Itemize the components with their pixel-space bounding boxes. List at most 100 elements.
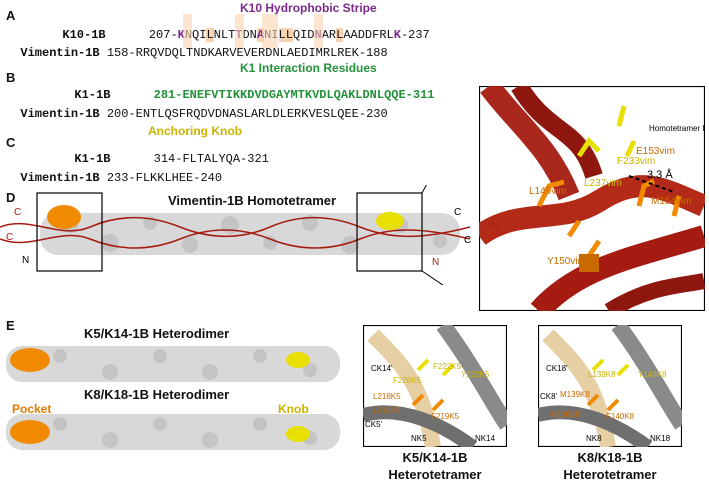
- panel-a-letter: A: [6, 8, 16, 23]
- residue-label: L237vim: [584, 178, 622, 189]
- pocket-patch: [10, 420, 50, 444]
- residue-label: CK18': [546, 364, 568, 373]
- homotetramer-interface-zoom: Homotetramer Interface 3.3 Å F233vim L23…: [479, 86, 705, 311]
- terminus-label: N: [22, 255, 29, 266]
- k8-k18-caption-1: K8/K18-1B: [577, 450, 643, 465]
- panel-e-letter: E: [6, 318, 15, 333]
- panel-c-letter: C: [6, 135, 16, 150]
- knob-label: Knob: [278, 402, 309, 416]
- helix-ribbon: [604, 273, 705, 311]
- seq-row-k1-b: K1-1B 281-ENEFVTIKKDVDGAYMTKVDLQAKLDNLQQ…: [74, 88, 435, 102]
- residue-label: F222K5: [433, 362, 462, 371]
- anchoring-knob-title: Anchoring Knob: [148, 124, 242, 138]
- residue-label: M154vim: [651, 196, 692, 207]
- residue-label: CK14': [371, 364, 393, 373]
- residue-label: E153vim: [636, 146, 675, 157]
- k10-hydrophobic-stripe-title: K10 Hydrophobic Stripe: [240, 1, 377, 15]
- k8-k18-title: K8/K18-1B Heterodimer: [84, 387, 230, 402]
- highlight-column: [262, 14, 278, 48]
- helix-ribbon: [530, 225, 705, 311]
- residue-label: M136K8: [550, 410, 580, 419]
- residue-label: CK5': [365, 420, 383, 429]
- seq-row-vim-a: Vimentin-1B 158-RRQVDQLTNDKARVEVERDNLAED…: [6, 32, 388, 60]
- seq-k1-c: 314-FLTALYQA-321: [153, 152, 269, 166]
- zoom-connector: [421, 270, 444, 285]
- k5-k14-title: K5/K14-1B Heterodimer: [84, 326, 230, 341]
- terminus-label: C: [464, 235, 471, 246]
- seq-k1-b: 281-ENEFVTIKKDVDGAYMTKVDLQAKLDNLQQE-311: [153, 88, 435, 102]
- residue-label: CK8': [540, 392, 558, 401]
- distance-line: [628, 175, 675, 193]
- distance-label: 3.3 Å: [647, 168, 673, 181]
- residue-label: F219K5: [431, 412, 460, 421]
- residue-label: F233vim: [617, 156, 655, 167]
- k8-k18-heterotetramer-zoom: CK18' L139K8 Y143K8 M139K8 M136K8 F140K8…: [538, 325, 682, 447]
- terminus-label: N: [432, 257, 439, 268]
- vimentin-homotetramer-title: Vimentin-1B Homotetramer: [168, 193, 337, 208]
- residue-label: F226K5: [393, 376, 422, 385]
- pocket-patch: [47, 205, 81, 229]
- pocket-patch: [10, 348, 50, 372]
- residue-label: L139K8: [588, 370, 616, 379]
- heterodimer-structures: [6, 346, 340, 450]
- seq-vim-c: 233-FLKKLHEE-240: [106, 171, 223, 185]
- helix-ribbon: [511, 86, 603, 179]
- seq-row-vim-b: Vimentin-1B 200-ENTLQSFRQDVDNASLARLDLERK…: [20, 107, 388, 121]
- yellow-side-chains: [416, 358, 455, 377]
- highlight-column: [314, 14, 323, 48]
- terminus-label: C: [14, 207, 21, 218]
- k8-k18-caption-2: Heterotetramer: [563, 467, 657, 482]
- orange-side-chains: [586, 393, 620, 412]
- terminus-label: C: [454, 207, 461, 218]
- seq-row-k1-c: K1-1B 314-FLTALYQA-321: [74, 152, 269, 166]
- orange-side-chains: [411, 393, 445, 412]
- knob-patch: [286, 426, 310, 442]
- panel-b-letter: B: [6, 70, 16, 85]
- terminus-label: N: [547, 290, 554, 301]
- helix-trace: [0, 229, 471, 249]
- k5-k14-heterotetramer-zoom: CK14' F226K5 F222K5 Y222K5 L218K5 L215K5…: [363, 325, 507, 447]
- residue-label: L149vim: [529, 186, 567, 197]
- residue-label: F140K8: [606, 412, 635, 421]
- residue-label: Y222K5: [461, 370, 490, 379]
- residue-label: L215K5: [373, 406, 401, 415]
- seq-name: K10-1B: [62, 28, 106, 42]
- residue-label: L218K5: [373, 392, 401, 401]
- helix-trace: [0, 216, 471, 238]
- residue-label: NK8: [586, 434, 602, 443]
- helix-ribbon: [363, 405, 478, 447]
- vimentin-homotetramer-structure: C C N C C N: [0, 185, 471, 285]
- seq-vim-b: 200-ENTLQSFRQDVDNASLARLDLERKVESLQEE-230: [106, 107, 388, 121]
- yellow-side-chains: [576, 105, 637, 158]
- surface-bumps: [53, 349, 317, 448]
- zoom-connector: [421, 185, 427, 194]
- helix-ribbon: [611, 325, 682, 430]
- helix-ribbon: [436, 325, 507, 430]
- highlight-column: [183, 14, 192, 48]
- knob-patch: [376, 212, 404, 230]
- zoom-box-right: [356, 192, 423, 272]
- helix-ribbon: [538, 405, 653, 447]
- interface-label: Homotetramer Interface: [649, 124, 705, 133]
- tyrosine-ring: [579, 254, 599, 272]
- residue-label: NK18: [650, 434, 671, 443]
- residue-label: NK14: [475, 434, 496, 443]
- zoom-box-left: [36, 192, 103, 272]
- residue-label: Y150vim: [547, 256, 586, 267]
- residue-label: NK5: [411, 434, 427, 443]
- seq-vim-a: 158-RRQVDQLTNDKARVEVERDNLAEDIMRLREK-188: [106, 46, 388, 60]
- terminus-label: N: [491, 220, 498, 231]
- pocket-label: Pocket: [12, 402, 52, 416]
- terminus-label: C: [6, 232, 13, 243]
- k5-k14-caption-1: K5/K14-1B: [402, 450, 468, 465]
- k5-k14-caption-2: Heterotetramer: [388, 467, 482, 482]
- yellow-side-chains: [591, 358, 630, 377]
- seq-name: Vimentin-1B: [20, 46, 100, 60]
- seq-row-vim-c: Vimentin-1B 233-FLKKLHEE-240: [20, 171, 223, 185]
- knob-patch: [286, 352, 310, 368]
- residue-label: M139K8: [560, 390, 590, 399]
- residue-label: Y143K8: [638, 370, 667, 379]
- helix-ribbon: [479, 175, 705, 246]
- k1-interaction-title: K1 Interaction Residues: [240, 61, 377, 75]
- highlight-column: [235, 14, 244, 48]
